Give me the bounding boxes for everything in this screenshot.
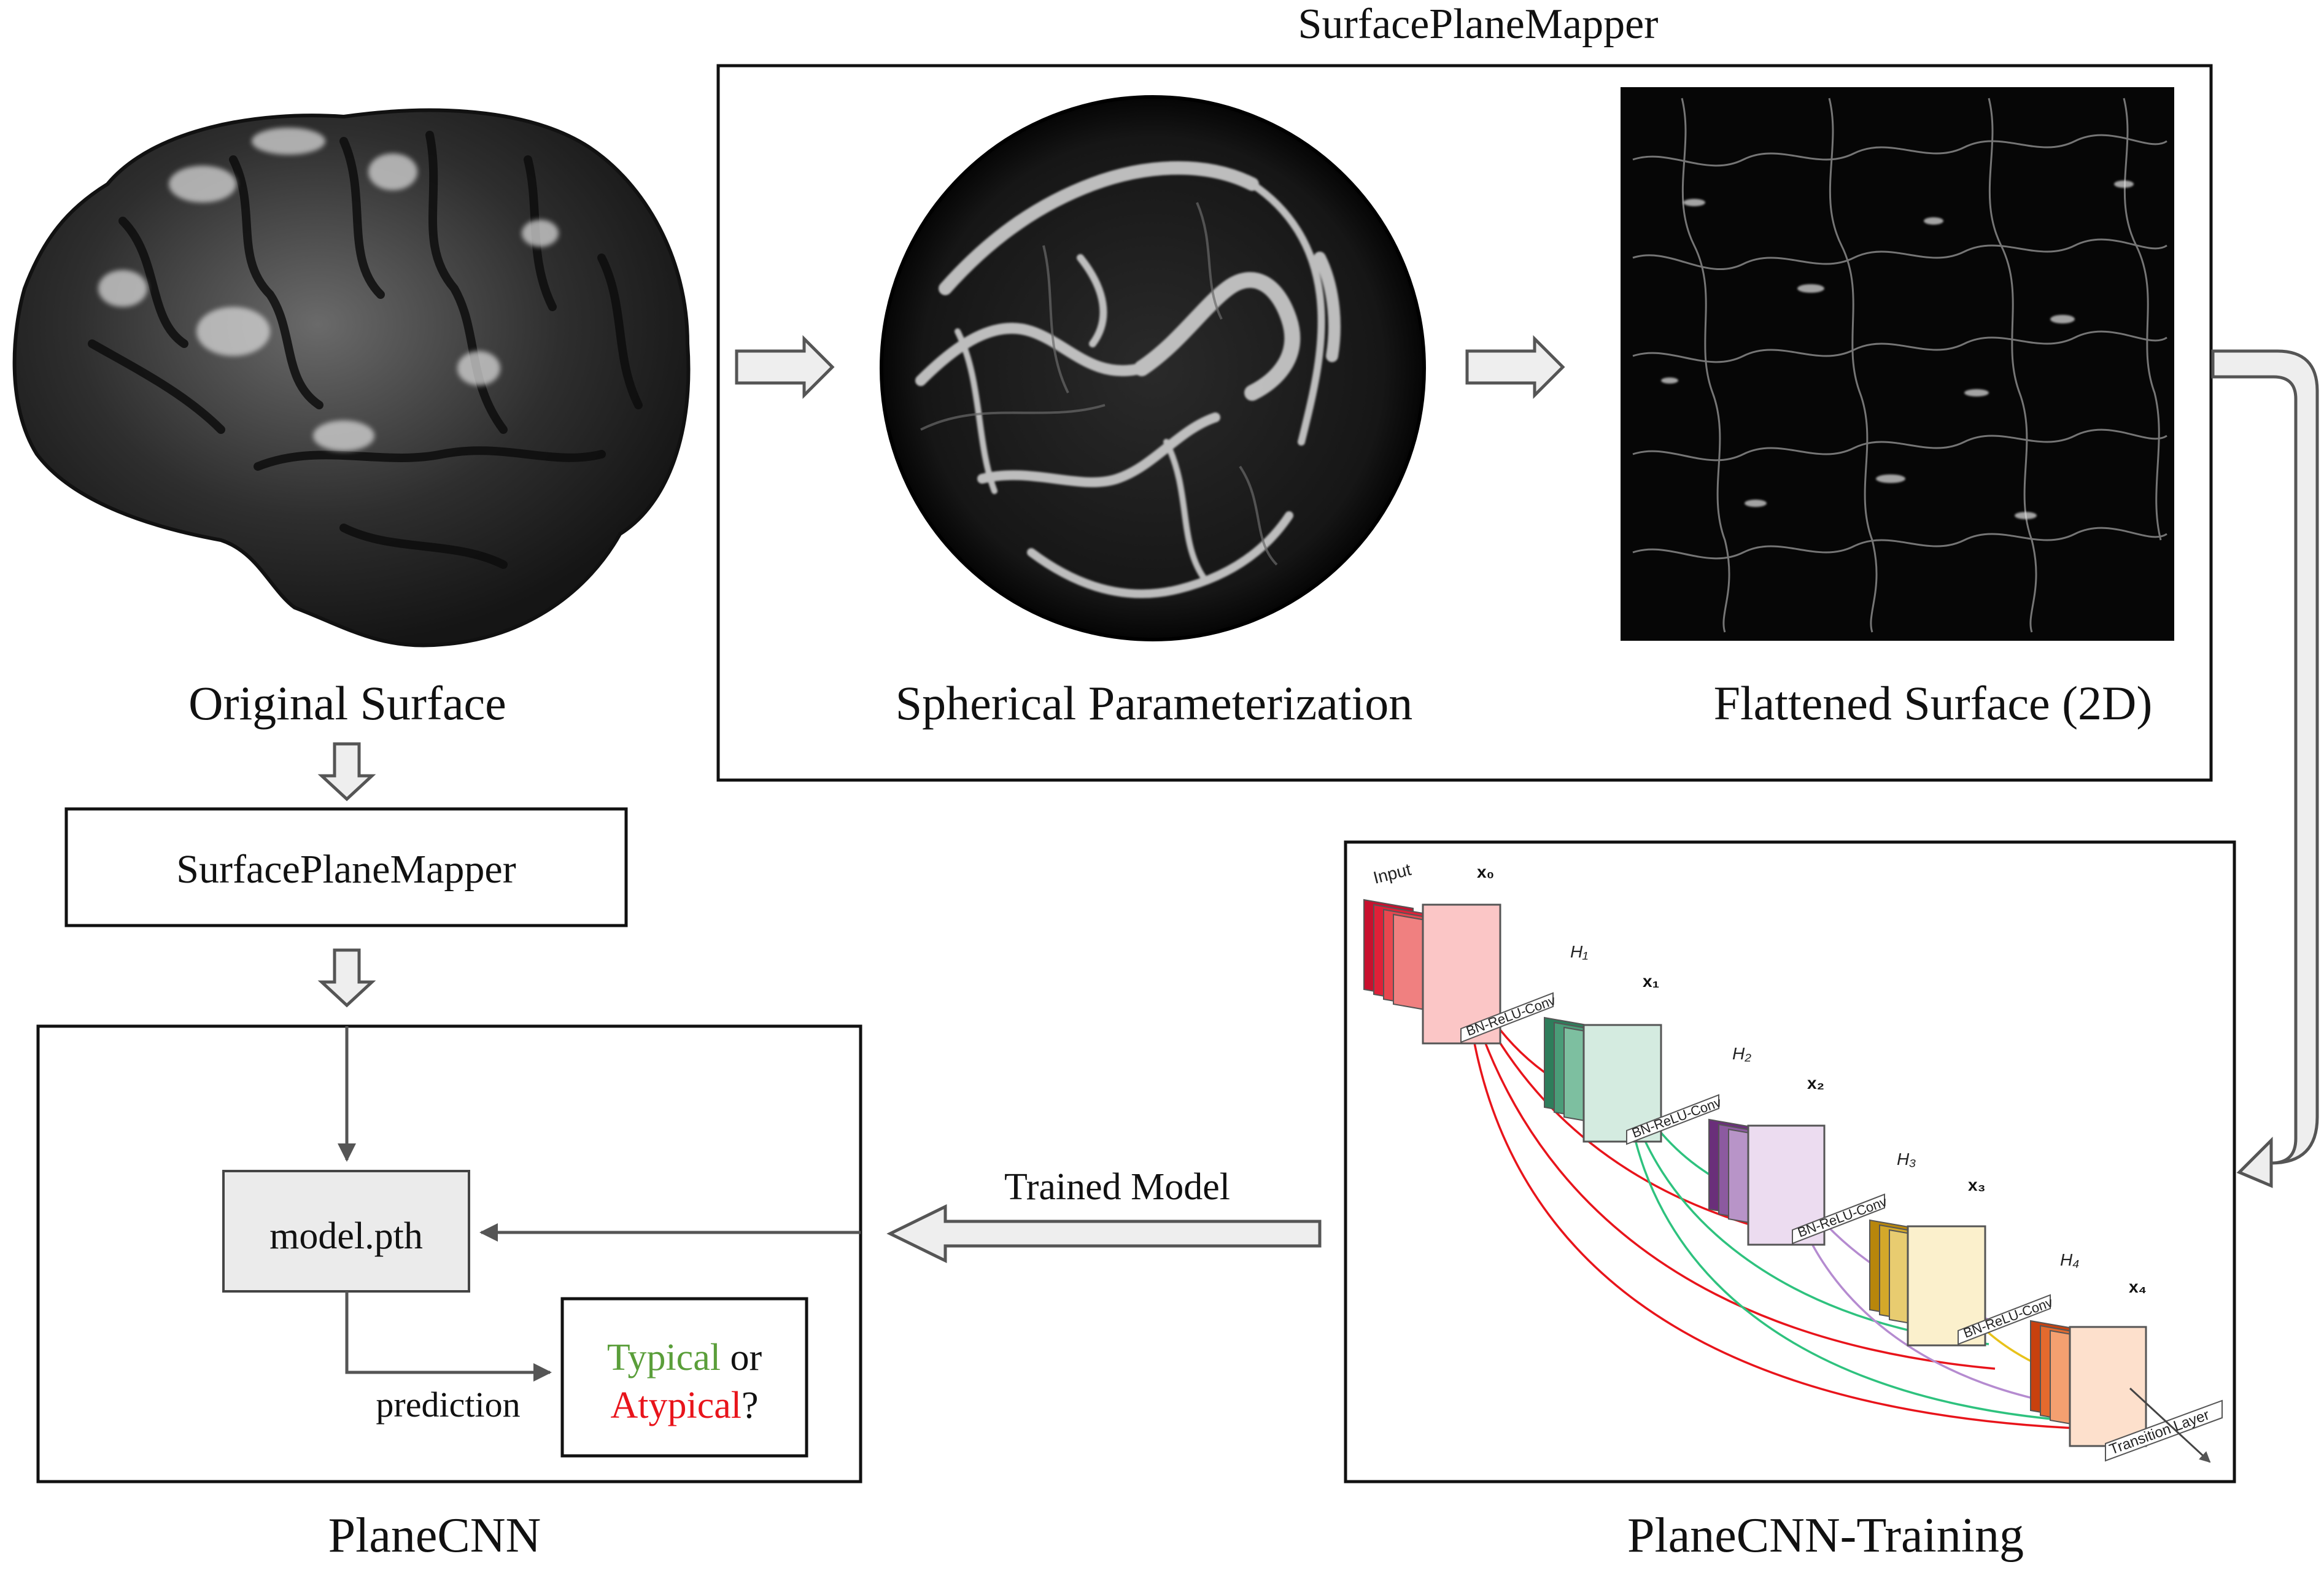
planecnn-training-label: PlaneCNN-Training <box>1627 1509 2024 1563</box>
conn-red-3 <box>1466 988 1996 1370</box>
original-surface-label: Original Surface <box>188 676 506 730</box>
x1-label: x₁ <box>1643 972 1659 991</box>
brain-surface-image <box>12 108 691 648</box>
arrow-down-1 <box>317 742 376 802</box>
trained-model-label: Trained Model <box>1004 1166 1230 1208</box>
mapper-box <box>64 807 628 927</box>
x2-label: x₂ <box>1807 1073 1824 1092</box>
block-x3 <box>1869 1219 1986 1347</box>
planecnn-label: PlaneCNN <box>328 1509 541 1563</box>
or-text: or <box>721 1337 762 1379</box>
question-text: ? <box>742 1385 759 1426</box>
top-title: SurfacePlaneMapper <box>1298 1 1659 48</box>
conn-green-3 <box>1625 1092 2125 1425</box>
atypical-text: Atypical <box>610 1385 742 1426</box>
h2-label: H₂ <box>1732 1044 1751 1063</box>
arrow-to-flattened <box>1465 334 1565 400</box>
elbow-arrow-to-training <box>2211 349 2319 1188</box>
flattened-label: Flattened Surface (2D) <box>1714 676 2153 730</box>
model-box <box>222 1170 470 1293</box>
block-x0 <box>1363 899 1501 1045</box>
h3-label: H₃ <box>1897 1150 1916 1169</box>
model-label: model.pth <box>269 1215 423 1257</box>
x3-label: x₃ <box>1968 1175 1986 1194</box>
flattened-surface-image <box>1621 87 2174 641</box>
h1-label: H₁ <box>1570 942 1588 961</box>
block-x4 <box>2030 1320 2147 1447</box>
block-x2 <box>1708 1118 1826 1246</box>
arrow-to-sphere <box>735 334 835 400</box>
h4-label: H₄ <box>2060 1250 2079 1269</box>
mapper-box-label: SurfacePlaneMapper <box>176 847 516 892</box>
result-box <box>560 1297 808 1458</box>
conn-red-4 <box>1466 994 2137 1431</box>
prediction-line <box>345 1291 552 1382</box>
spherical-parameterization-image <box>880 95 1426 641</box>
x4-label: x₄ <box>2129 1277 2147 1296</box>
spherical-label: Spherical Parameterization <box>896 676 1412 730</box>
typical-text: Typical <box>607 1337 721 1379</box>
trained-model-arrow <box>886 1204 1322 1264</box>
x0-label: x₀ <box>1477 862 1494 881</box>
arrow-down-2 <box>317 948 376 1008</box>
result-line-2: Atypical? <box>610 1385 758 1426</box>
block-x1 <box>1544 1016 1662 1143</box>
result-line-1: Typical or <box>607 1337 762 1379</box>
prediction-label: prediction <box>376 1385 520 1425</box>
